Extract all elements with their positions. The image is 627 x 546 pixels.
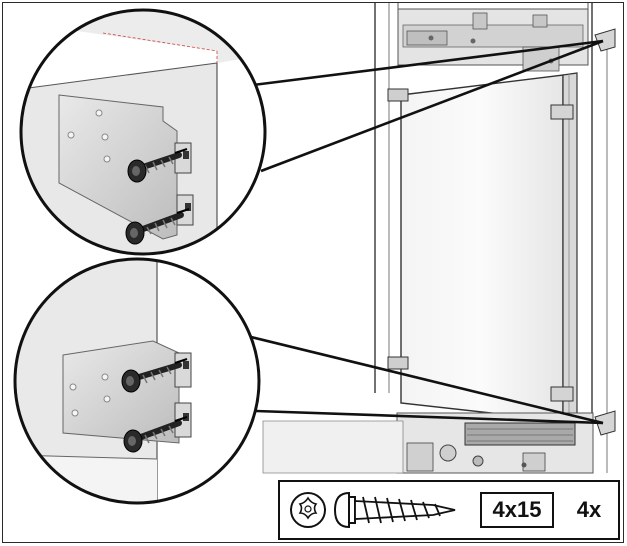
detail-circle-bottom bbox=[13, 257, 261, 505]
screw-upper-a bbox=[127, 148, 188, 183]
screw-lower-a bbox=[121, 358, 188, 393]
detail-circle-top bbox=[19, 8, 267, 256]
screw-size-box bbox=[480, 492, 554, 528]
installation-diagram bbox=[13, 3, 623, 542]
wood-screw-icon bbox=[333, 491, 456, 529]
quantity-label: 4x bbox=[576, 497, 602, 522]
callout-leader-lines bbox=[250, 39, 604, 425]
parts-legend bbox=[278, 480, 620, 540]
screw-size-label: 4x15 bbox=[492, 497, 542, 522]
screw-lower-b bbox=[123, 416, 188, 453]
screw-upper-b bbox=[125, 208, 190, 245]
appliance-niche bbox=[262, 3, 623, 542]
torx-drive-icon bbox=[290, 492, 326, 528]
